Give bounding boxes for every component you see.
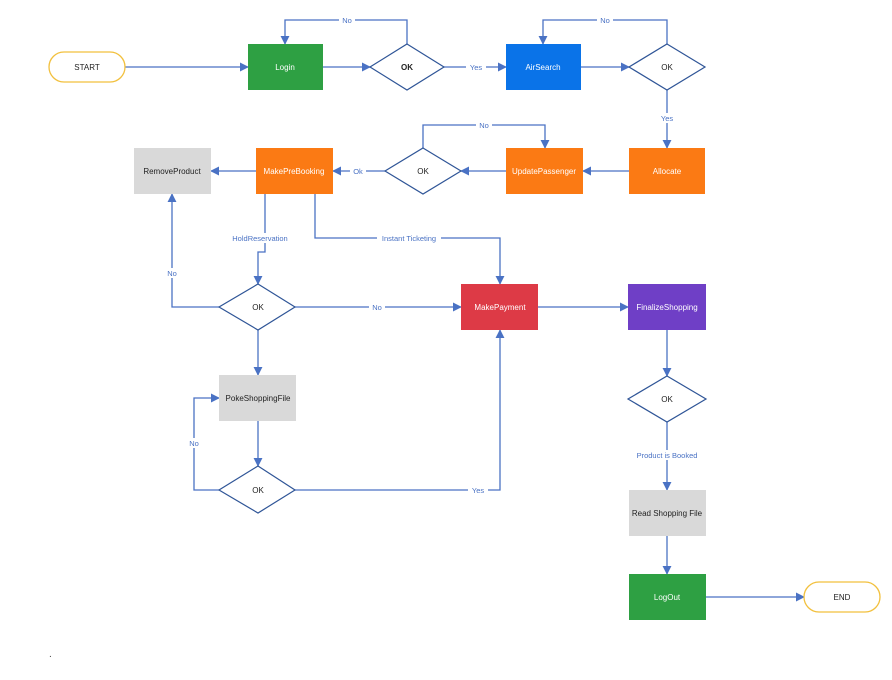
decision-ok-updatepassenger-shape <box>383 147 463 195</box>
finalizeshopping-label: FinalizeShopping <box>636 303 697 312</box>
step-pokeshoppingfile: PokeShoppingFile <box>219 375 296 421</box>
decision-ok-airsearch-shape <box>627 43 707 91</box>
decision-ok-hold-shape <box>217 283 297 331</box>
decision-ok-poke: OK <box>217 465 297 514</box>
step-updatepassenger: UpdatePassenger <box>506 148 583 194</box>
step-login: Login <box>248 44 323 90</box>
edge-makeprebooking-ok4 <box>253 194 266 285</box>
decision-ok-hold: OK <box>217 283 297 331</box>
label-ok5-no: No <box>189 439 199 448</box>
logout-label: LogOut <box>654 593 681 602</box>
decision-ok-updatepassenger: OK <box>383 147 463 195</box>
step-makepayment: MakePayment <box>461 284 538 330</box>
label-ok3-no: No <box>479 121 489 130</box>
readshoppingfile-label: Read Shopping File <box>632 509 703 518</box>
readshoppingfile-box <box>629 490 706 536</box>
updatepassenger-label: UpdatePassenger <box>512 167 576 176</box>
edge-ok5-yes-makepayment <box>295 329 505 491</box>
step-readshoppingfile: Read Shopping File <box>629 490 706 536</box>
decision-ok-hold-label: OK <box>252 303 264 312</box>
label-ok1-yes: Yes <box>470 63 482 72</box>
label-ok3-ok: Ok <box>353 167 363 176</box>
removeproduct-label: RemoveProduct <box>143 167 201 176</box>
logout-box <box>629 574 706 620</box>
decision-ok-poke-shape <box>217 465 297 514</box>
decision-ok-finalize-shape <box>626 375 708 423</box>
edge-labels: No Yes No Yes No Ok HoldReservation Inst… <box>164 15 702 495</box>
airsearch-box <box>506 44 581 90</box>
label-ok1-no: No <box>342 16 352 25</box>
footnote-dot: . <box>49 649 52 660</box>
terminal-end: END <box>803 581 881 613</box>
step-airsearch: AirSearch <box>506 44 581 90</box>
airsearch-label: AirSearch <box>525 63 560 72</box>
pokeshoppingfile-box <box>219 375 296 421</box>
edge-ok4-no-removeproduct <box>167 193 219 308</box>
label-ok2-yes: Yes <box>661 114 673 123</box>
decision-ok-poke-label: OK <box>252 486 264 495</box>
finalizeshopping-box <box>628 284 706 330</box>
label-instant-ticketing: Instant Ticketing <box>382 234 436 243</box>
decision-ok-updatepassenger-label: OK <box>417 167 429 176</box>
makeprebooking-box <box>256 148 333 194</box>
end-label: END <box>834 593 851 602</box>
terminal-start: START <box>48 51 126 83</box>
decision-ok-login-shape <box>368 43 446 91</box>
label-ok5-yes: Yes <box>472 486 484 495</box>
makeprebooking-label: MakePreBooking <box>264 167 325 176</box>
decision-ok-airsearch-label: OK <box>661 63 673 72</box>
allocate-box <box>629 148 705 194</box>
end-shape <box>803 581 881 613</box>
step-allocate: Allocate <box>629 148 705 194</box>
login-box <box>248 44 323 90</box>
label-ok2-no: No <box>600 16 610 25</box>
label-ok4-no-remove: No <box>167 269 177 278</box>
removeproduct-box <box>134 148 211 194</box>
updatepassenger-box <box>506 148 583 194</box>
login-label: Login <box>275 63 295 72</box>
makepayment-label: MakePayment <box>474 303 526 312</box>
step-logout: LogOut <box>629 574 706 620</box>
start-shape <box>48 51 126 83</box>
pokeshoppingfile-label: PokeShoppingFile <box>226 394 291 403</box>
decision-ok-login-label: OK <box>401 63 413 72</box>
label-product-is-booked: Product is Booked <box>637 451 698 460</box>
step-finalizeshopping: FinalizeShopping <box>628 284 706 330</box>
start-label: START <box>74 63 100 72</box>
step-makeprebooking: MakePreBooking <box>256 148 333 194</box>
decision-ok-login: OK <box>368 43 446 91</box>
decision-ok-airsearch: OK <box>627 43 707 91</box>
label-ok4-no-payment: No <box>372 303 382 312</box>
allocate-label: Allocate <box>653 167 682 176</box>
decision-ok-finalize-label: OK <box>661 395 673 404</box>
label-hold-reservation: HoldReservation <box>232 234 287 243</box>
decision-ok-finalize: OK <box>626 375 708 423</box>
makepayment-box <box>461 284 538 330</box>
step-removeproduct: RemoveProduct <box>134 148 211 194</box>
